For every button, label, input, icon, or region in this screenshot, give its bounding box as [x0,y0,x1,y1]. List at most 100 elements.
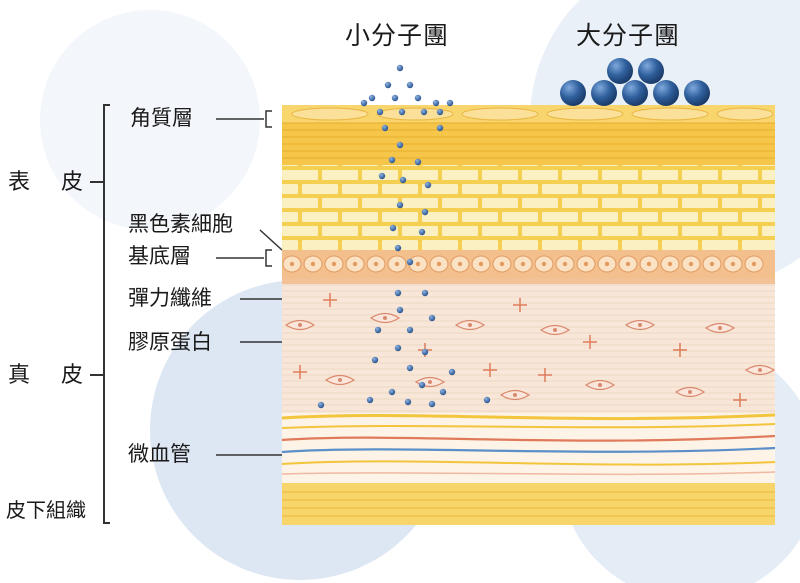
basal-cell-nucleus [688,261,694,267]
small-molecule [396,141,404,149]
small-molecule [398,108,406,116]
group-brackets [90,104,110,524]
dermis-label: 真 皮 [8,363,95,388]
small-molecule [428,314,436,322]
small-molecule [381,124,389,132]
small-molecule [483,396,491,404]
small-molecule [396,306,404,314]
small-molecule [389,224,397,232]
basal-layer-label: 基底層 [128,244,191,268]
small-molecule [376,108,384,116]
basal-cell-nucleus [667,261,673,267]
small-molecule [371,356,379,364]
basal-cell-nucleus [478,261,484,267]
basal-cell-nucleus [730,261,736,267]
small-molecule [374,326,382,334]
basal-cell-nucleus [583,261,589,267]
dermis-layer [282,278,776,413]
small-molecule [406,81,414,89]
capillary-label: 微血管 [128,442,191,466]
fibroblast-nucleus [298,323,302,327]
fibroblast-nucleus [598,383,602,387]
basal-cell-nucleus [751,261,757,267]
small-molecule-particles [317,64,491,409]
basal-cell-nucleus [352,261,358,267]
large-molecule-cluster [560,58,710,106]
small-molecule [388,388,396,396]
small-molecule [384,81,392,89]
small-molecule [446,99,454,107]
basal-cell-nucleus [373,261,379,267]
subcutaneous-layer [282,483,775,525]
small-molecule [388,156,396,164]
basal-cell-nucleus [499,261,505,267]
fibroblast-nucleus [718,326,722,330]
small-molecule [368,94,376,102]
basal-cell-nucleus [331,261,337,267]
melanocyte-label: 黑色素細胞 [128,212,233,236]
small-molecule [391,94,399,102]
fibroblast-nucleus [758,368,762,372]
basal-cell-nucleus [394,261,400,267]
small-molecule [399,176,407,184]
small-molecule [396,201,404,209]
fibroblast-nucleus [553,328,557,332]
basal-cell-nucleus [457,261,463,267]
small-molecule [394,344,402,352]
small-molecule [406,326,414,334]
elastin-label: 彈力纖維 [128,286,212,310]
fibroblast-nucleus [383,316,387,320]
small-molecule [414,158,422,166]
fibroblast-nucleus [513,393,517,397]
small-molecule [317,401,325,409]
small-molecule [421,208,429,216]
basal-cell-nucleus [310,261,316,267]
fibroblast-nucleus [428,380,432,384]
small-molecule [396,64,404,72]
small-molecule [424,181,432,189]
small-molecule [360,99,368,107]
small-molecule [414,94,422,102]
basal-cell-nucleus [562,261,568,267]
collagen-label: 膠原蛋白 [128,330,212,354]
leader-lines [216,110,283,456]
basal-cell-nucleus [709,261,715,267]
small-molecule [421,348,429,356]
small-molecule [406,364,414,372]
small-molecule [418,228,426,236]
small-molecule [448,368,456,376]
small-molecule [432,99,440,107]
small-molecule [420,108,428,116]
basal-cell-nucleus [541,261,547,267]
small-molecule [418,381,426,389]
basal-cell-nucleus [520,261,526,267]
basal-cell-nucleus [625,261,631,267]
small-molecule [394,289,402,297]
epidermis-label: 表 皮 [8,170,95,195]
small-molecule [436,108,444,116]
small-molecule [428,400,436,408]
capillary-band [281,413,776,483]
small-molecule [439,388,447,396]
small-molecule-title: 小分子團 [345,21,450,50]
small-molecule [406,258,414,266]
fibroblast-nucleus [338,378,342,382]
fibroblast-nucleus [468,323,472,327]
large-molecule-title: 大分子團 [576,21,681,50]
stratum-corneum-label: 角質層 [130,106,193,130]
basal-cell-nucleus [604,261,610,267]
small-molecule [404,398,412,406]
stratum-corneum-layer [282,105,775,165]
small-molecule [366,396,374,404]
basal-cell-nucleus [415,261,421,267]
basal-layer [282,250,775,278]
epidermis-cell-layer [282,165,775,250]
subcutaneous-label: 皮下組織 [6,498,86,522]
basal-cell-nucleus [646,261,652,267]
small-molecule [421,289,429,297]
small-molecule [378,172,386,180]
basal-cell-nucleus [289,261,295,267]
basal-cell-nucleus [436,261,442,267]
fibroblast-nucleus [688,390,692,394]
